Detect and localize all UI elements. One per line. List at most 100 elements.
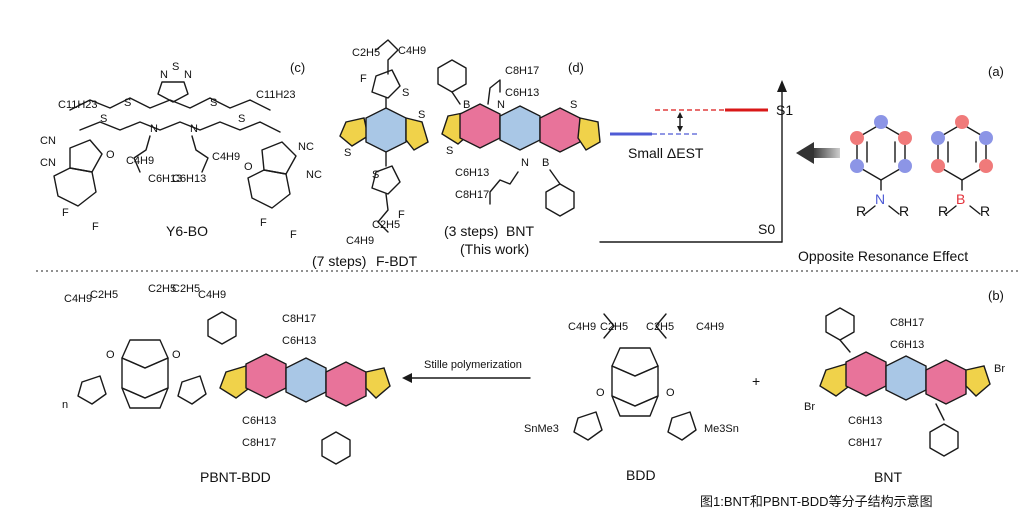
svg-text:C6H13: C6H13 <box>148 173 182 185</box>
benzene-ring <box>499 105 541 151</box>
boron-ring <box>325 361 367 407</box>
svg-text:R: R <box>938 203 948 219</box>
panel-c: (c) N S N S S S S N N C11H23 C11H23 C4H9… <box>40 60 322 241</box>
svg-text:C4H9: C4H9 <box>198 289 226 301</box>
thiophene-ring <box>339 117 369 147</box>
carbon-atom-red <box>979 159 993 173</box>
svg-text:R: R <box>899 203 909 219</box>
svg-text:F: F <box>398 209 405 221</box>
svg-text:C6H13: C6H13 <box>242 415 276 427</box>
fbdt-name: F-BDT <box>376 253 418 269</box>
svg-text:C8H17: C8H17 <box>282 313 316 325</box>
svg-text:C6H13: C6H13 <box>848 415 882 427</box>
thiophene-ring <box>405 117 429 151</box>
carbon-atom-blue <box>898 159 912 173</box>
svg-text:R: R <box>856 203 866 219</box>
svg-text:n: n <box>62 399 68 411</box>
carbon-atom-red <box>898 131 912 145</box>
boron-ring <box>245 353 287 399</box>
svg-text:S: S <box>124 97 131 109</box>
fbdt-steps: (7 steps) <box>312 253 366 269</box>
polymer-label: PBNT-BDD <box>200 469 271 485</box>
svg-text:F: F <box>92 221 99 233</box>
nitrogen-ring-diagram: N R R <box>850 115 912 219</box>
svg-text:C2H5: C2H5 <box>372 219 400 231</box>
svg-text:S: S <box>172 61 179 73</box>
s1-label: S1 <box>776 102 793 118</box>
panel-c-label: (c) <box>290 60 305 75</box>
bdd-monomer: C2H5 C4H9 C2H5 C4H9 O O SnMe3 Me3Sn BDD <box>524 313 739 483</box>
svg-text:F: F <box>290 229 297 241</box>
panel-b-label: (b) <box>988 288 1004 303</box>
svg-text:C8H17: C8H17 <box>505 65 539 77</box>
svg-text:C6H13: C6H13 <box>455 167 489 179</box>
thiophene-ring <box>965 365 991 397</box>
svg-text:C11H23: C11H23 <box>58 99 98 111</box>
reaction-label: Stille polymerization <box>424 359 522 371</box>
panel-d-label: (d) <box>568 60 584 75</box>
svg-text:CN: CN <box>40 135 56 147</box>
carbon-atom-blue <box>979 131 993 145</box>
s0-label: S0 <box>758 221 775 237</box>
panel-fbdt: C2H5 C4H9 F S S S S F C2H5 C4H9 F-BDT (7… <box>312 39 429 269</box>
svg-text:F: F <box>360 73 367 85</box>
svg-text:C2H5: C2H5 <box>600 321 628 333</box>
thiophene-ring <box>365 367 391 399</box>
svg-text:C8H17: C8H17 <box>455 189 489 201</box>
svg-text:O: O <box>596 387 605 399</box>
svg-text:C4H9: C4H9 <box>568 321 596 333</box>
carbon-atom-blue <box>874 115 888 129</box>
svg-text:C2H5: C2H5 <box>352 47 380 59</box>
bnt-steps: (3 steps) <box>444 223 498 239</box>
carbon-atom-blue <box>931 131 945 145</box>
svg-text:F: F <box>260 217 267 229</box>
svg-text:B: B <box>542 157 549 169</box>
bdd-label: BDD <box>626 467 656 483</box>
svg-text:C11H23: C11H23 <box>256 89 296 101</box>
svg-text:B: B <box>463 99 470 111</box>
svg-text:C2H5: C2H5 <box>90 289 118 301</box>
svg-text:C4H9: C4H9 <box>398 45 426 57</box>
panel-d: (d) S B N N B S C8H17 C6H13 C6H13 C8H17 … <box>437 59 601 257</box>
energy-level-diagram: S1 T1 Small ΔEST S0 <box>584 80 793 243</box>
svg-text:S: S <box>402 87 409 99</box>
svg-text:S: S <box>210 97 217 109</box>
thiophene-ring <box>219 365 253 399</box>
svg-text:C2H5: C2H5 <box>148 283 176 295</box>
y6bo-name: Y6-BO <box>166 223 208 239</box>
svg-text:C6H13: C6H13 <box>505 87 539 99</box>
bnt-name: BNT <box>506 223 534 239</box>
svg-text:C6H13: C6H13 <box>172 173 206 185</box>
svg-text:SnMe3: SnMe3 <box>524 423 559 435</box>
panel-a-caption: Opposite Resonance Effect <box>798 248 968 264</box>
svg-text:S: S <box>570 99 577 111</box>
carbon-atom-red <box>955 115 969 129</box>
svg-text:CN: CN <box>40 157 56 169</box>
svg-text:N: N <box>521 157 529 169</box>
svg-text:S: S <box>238 113 245 125</box>
boron-ring <box>459 103 501 149</box>
svg-text:C4H9: C4H9 <box>696 321 724 333</box>
figure-caption: 图1:BNT和PBNT-BDD等分子结构示意图 <box>700 494 933 509</box>
svg-text:C4H9: C4H9 <box>346 235 374 247</box>
bnt-note: (This work) <box>460 241 529 257</box>
svg-text:C6H13: C6H13 <box>282 335 316 347</box>
benzene-ring <box>365 107 407 153</box>
svg-text:C8H17: C8H17 <box>242 437 276 449</box>
boron-ring <box>845 351 887 397</box>
svg-text:S: S <box>418 109 425 121</box>
svg-text:C4H9: C4H9 <box>212 151 240 163</box>
thiophene-ring <box>819 363 853 397</box>
svg-text:S: S <box>446 145 453 157</box>
svg-text:S: S <box>372 169 379 181</box>
svg-text:N: N <box>190 123 198 135</box>
boron-ring <box>539 107 581 153</box>
boron-atom-label: B <box>956 191 965 207</box>
svg-text:F: F <box>62 207 69 219</box>
svg-text:S: S <box>344 147 351 159</box>
svg-text:R: R <box>980 203 990 219</box>
bnt-monomer: Br Br C8H17 C6H13 C6H13 C8H17 BNT <box>804 307 1005 485</box>
panel-a-label: (a) <box>988 64 1004 79</box>
panel-b: (b) Br Br C8H17 C6H13 C6H13 C8H17 BNT + … <box>62 283 1005 485</box>
